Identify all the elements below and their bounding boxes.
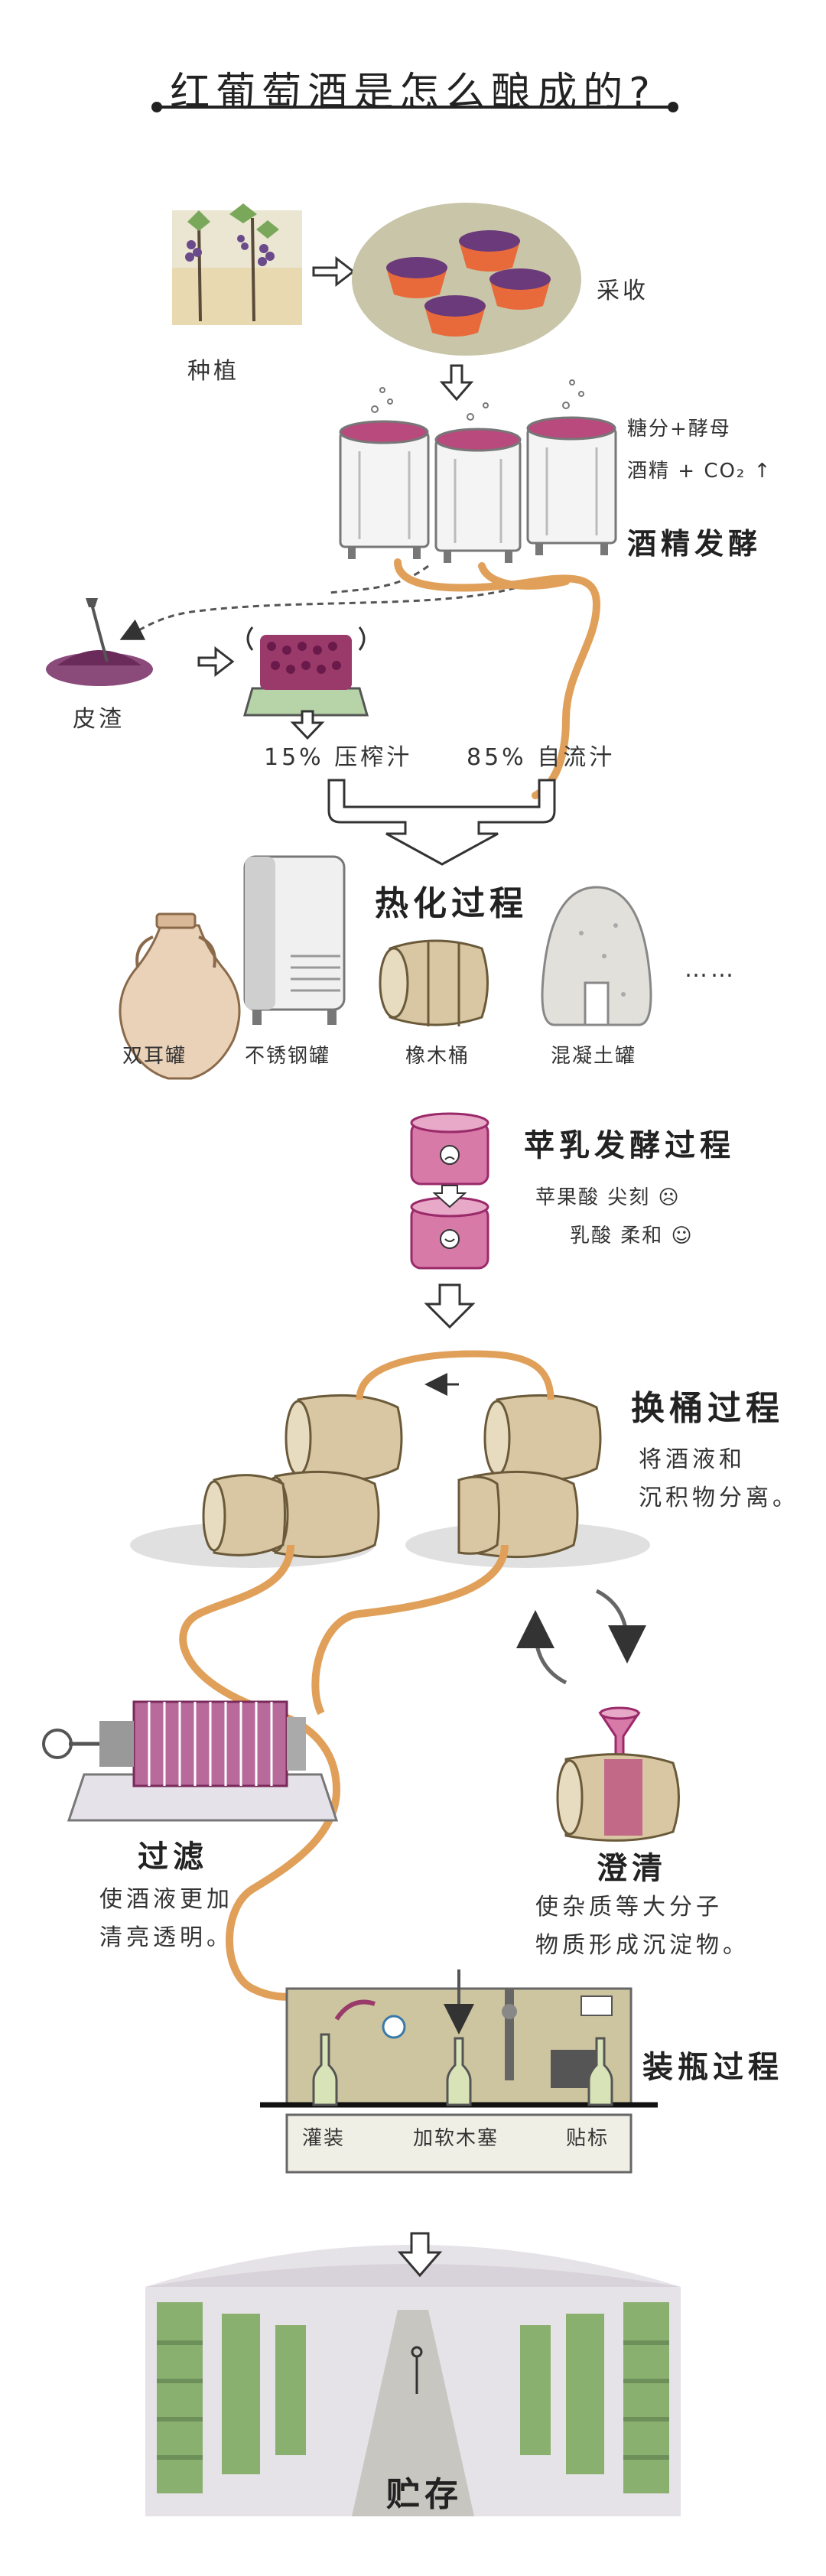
step-bottling: 装瓶过程 (642, 2050, 783, 2085)
step-malolactic: 苹乳发酵过程 (524, 1128, 735, 1163)
arrow-press-down (290, 710, 325, 740)
label-etc: …… (685, 956, 737, 983)
bottling-machine-icon (260, 1969, 658, 2174)
filtration-desc-1: 使酒液更加 (99, 1886, 233, 1913)
fining-barrel-icon (556, 1753, 680, 1842)
title-underline (151, 102, 678, 112)
step-storage: 贮存 (386, 2475, 463, 2514)
pomace-icon (46, 598, 153, 686)
arrow-mlf-down (424, 1283, 476, 1329)
oak-barrel-icon (379, 939, 489, 1026)
racking-hose (356, 1350, 554, 1400)
label-press-juice: 15% 压榨汁 (264, 744, 413, 771)
label-filling: 灌装 (302, 2127, 346, 2150)
press-icon (243, 626, 369, 717)
racking-barrels-icon (130, 1394, 650, 1568)
filter-hose (179, 1544, 341, 2001)
label-pomace: 皮渣 (73, 706, 125, 733)
arrow-plant-to-harvest (312, 255, 356, 288)
fining-desc-2: 物质形成沉淀物。 (535, 1932, 750, 1959)
filter-hose-2 (311, 1544, 509, 1716)
funnel-icon (598, 1706, 641, 1761)
label-amphora: 双耳罐 (122, 1045, 187, 1068)
steel-tank-icon (243, 855, 346, 1025)
label-free-run-juice: 85% 自流汁 (467, 744, 616, 771)
pomace-flow-line (119, 580, 536, 640)
label-oak-barrel: 橡木桶 (405, 1045, 470, 1068)
merge-arrow (327, 779, 556, 866)
label-concrete-tank: 混凝土罐 (551, 1045, 637, 1068)
racking-desc-2: 沉积物分离。 (639, 1485, 799, 1511)
formula-top: 糖分+酵母 (627, 418, 731, 441)
arrow-harvest-down (439, 364, 474, 402)
formula-bottom: 酒精 + CO₂ ↑ (627, 460, 772, 483)
label-malic-acid: 苹果酸 尖刻 ☹ (535, 1186, 681, 1209)
step-fining: 澄清 (597, 1851, 667, 1886)
fining-desc-1: 使杂质等大分子 (535, 1894, 723, 1921)
cellar-icon (145, 2245, 681, 2516)
label-lactic-acid: 乳酸 柔和 ☺ (570, 1225, 694, 1247)
amphora-icon (119, 912, 241, 1080)
concrete-egg-icon (541, 886, 652, 1026)
hose (394, 558, 601, 799)
step-racking: 换桶过程 (631, 1389, 784, 1428)
arrow-pomace-to-press (197, 646, 235, 678)
label-labeling: 贴标 (566, 2127, 610, 2150)
grapevine-icon (172, 203, 302, 325)
mlf-vessel-icon (410, 1112, 489, 1270)
pomace-flow-line-2 (328, 564, 429, 594)
step-fermentation: 酒精发酵 (627, 527, 763, 561)
label-corking: 加软木塞 (413, 2127, 499, 2150)
label-harvest: 采收 (597, 278, 649, 304)
step-aging: 热化过程 (375, 884, 528, 923)
step-filtration: 过滤 (138, 1839, 208, 1875)
filter-press-icon (42, 1700, 339, 1822)
racking-desc-1: 将酒液和 (639, 1446, 746, 1473)
label-planting: 种植 (187, 358, 239, 385)
fermentation-tank-icon (339, 379, 617, 563)
harvest-basket-icon (352, 203, 581, 356)
filtration-desc-2: 清亮透明。 (99, 1924, 233, 1951)
cycle-arrows-icon (516, 1589, 646, 1685)
label-steel-tank: 不锈钢罐 (245, 1045, 331, 1068)
arrow-storage-down (397, 2232, 443, 2278)
page-title: 红葡萄酒是怎么酿成的? (170, 70, 656, 115)
